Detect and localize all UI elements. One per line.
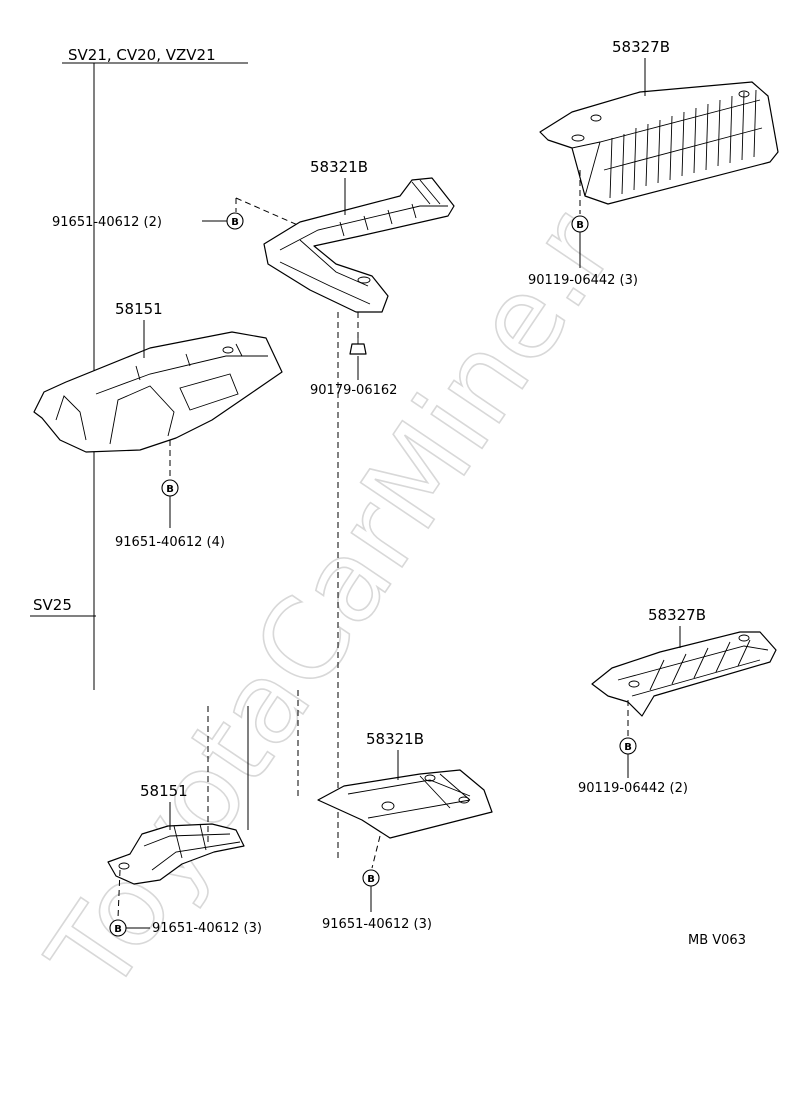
part-number-58151-bottom: 58151: [140, 782, 188, 800]
fastener-label-f5: 90119-06442 (2): [578, 781, 688, 796]
svg-text:B: B: [576, 220, 584, 231]
svg-text:B: B: [367, 874, 375, 885]
dash-bolt-58321b-top: [235, 197, 301, 227]
bolt-symbol-b-5: B: [362, 869, 380, 887]
group-label-bottom: SV25: [33, 596, 72, 614]
dash-bolt-58151-bottom: [117, 869, 121, 919]
diagram-code: MB V063: [688, 933, 746, 948]
bolt-symbol-b-1: B: [571, 215, 589, 233]
heat-insulator-58327b-top: [539, 81, 779, 205]
bolt-symbol-b-4: B: [619, 737, 637, 755]
bolt-symbol-b-2: B: [226, 212, 244, 230]
svg-text:B: B: [624, 742, 632, 753]
fastener-label-f2: 90119-06442 (3): [528, 273, 638, 288]
fastener-label-f3: 90179-06162: [310, 383, 397, 398]
fastener-label-f4: 91651-40612 (4): [115, 535, 225, 550]
part-number-58327b-bottom: 58327B: [648, 606, 706, 624]
heat-insulator-58321b-bottom: [317, 769, 493, 839]
fastener-label-f6: 91651-40612 (3): [152, 921, 262, 936]
dash-bolt-58321b-bottom: [371, 835, 381, 869]
part-number-58321b-top: 58321B: [310, 158, 368, 176]
heat-insulator-58151-bottom: [107, 823, 245, 885]
svg-text:B: B: [114, 924, 122, 935]
svg-text:B: B: [231, 217, 239, 228]
part-number-58327b-top: 58327B: [612, 38, 670, 56]
part-number-58321b-bottom: 58321B: [366, 730, 424, 748]
bolt-symbol-b-6: B: [109, 919, 127, 937]
fastener-label-f1: 91651-40612 (2): [52, 215, 162, 230]
clip-90179-06162: [349, 338, 367, 355]
heat-insulator-58321b-top: [263, 177, 455, 313]
part-number-58151-top: 58151: [115, 300, 163, 318]
group-label-top: SV21, CV20, VZV21: [68, 46, 216, 64]
bolt-symbol-b-3: B: [161, 479, 179, 497]
heat-insulator-58151-top: [33, 331, 283, 453]
heat-insulator-58327b-bottom: [591, 631, 777, 717]
fastener-label-f7: 91651-40612 (3): [322, 917, 432, 932]
svg-text:B: B: [166, 484, 174, 495]
